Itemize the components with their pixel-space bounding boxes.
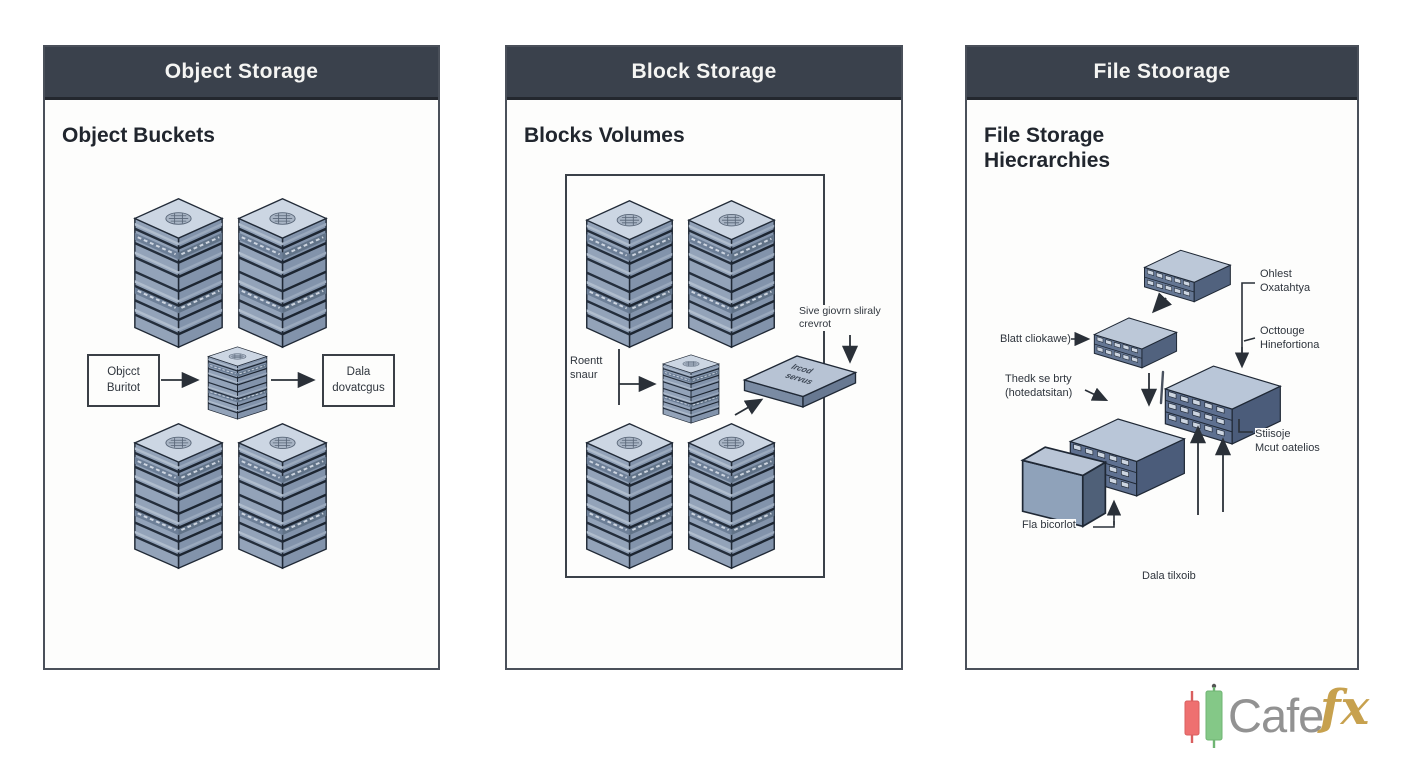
panel-block-title: Block Storage — [631, 60, 777, 83]
object-bucket-label-line1: Objcct — [107, 365, 140, 378]
data-storage-label-line2: dovatcgus — [332, 381, 385, 394]
panel-file-title: File Stoorage — [1093, 60, 1231, 83]
storage-stack-icon — [133, 197, 224, 349]
panel-block-subtitle: Blocks Volumes — [524, 124, 685, 147]
storage-stack-icon — [133, 422, 224, 570]
panel-object-header: Object Storage — [45, 47, 438, 100]
file-label-fla: Fla bicorlot — [1022, 519, 1076, 533]
file-label-dala: Dala tilxoib — [1142, 570, 1196, 584]
panel-file-header: File Stoorage — [967, 47, 1357, 100]
panel-object-storage: Object Storage Object Buckets Objcct Bur… — [43, 45, 440, 670]
file-label-blatt: Blatt cliokawe) — [1000, 333, 1071, 347]
brand-text-gray: Cafe — [1228, 689, 1324, 742]
file-label-outtouge: Octtouge Hinefortiona — [1260, 325, 1320, 353]
server-box-icon — [1140, 240, 1236, 304]
vertical-slab-icon — [1021, 446, 1107, 528]
cafefx-watermark: Cafe fx — [1172, 680, 1400, 754]
storage-stack-icon — [237, 197, 328, 349]
file-label-thedk: Thedk se brty (hotedatsitan) — [1005, 373, 1073, 401]
block-left-label: Roentt snaur — [570, 355, 603, 383]
storage-stack-icon — [687, 199, 776, 349]
panel-block-header: Block Storage — [507, 47, 901, 100]
file-label-oldest: Ohlest Oxatahtya — [1260, 268, 1311, 296]
object-bucket-label-box: Objcct Buritot — [87, 354, 160, 407]
candlestick-icon — [1184, 683, 1223, 748]
storage-stack-small-icon — [207, 346, 268, 420]
panel-file-subtitle: File Storage Hiecrarchies — [984, 124, 1111, 173]
object-bucket-label-line2: Buritot — [106, 381, 141, 394]
flat-volume-icon: Ircod servus — [742, 355, 858, 409]
data-storage-label-box: Dala dovatcgus — [322, 354, 395, 407]
panel-object-subtitle: Object Buckets — [62, 124, 215, 147]
panel-block-storage: Block Storage Blocks Volumes Ircod servu… — [505, 45, 903, 670]
data-storage-label-line1: Dala — [346, 365, 371, 378]
storage-stack-icon — [585, 422, 674, 570]
storage-stack-small-icon — [662, 354, 720, 424]
brand-text-gold: fx — [1320, 680, 1370, 736]
panel-object-title: Object Storage — [164, 60, 319, 83]
storage-stack-icon — [687, 422, 776, 570]
storage-stack-icon — [237, 422, 328, 570]
storage-stack-icon — [585, 199, 674, 349]
file-label-stiisoje: Stiisoje Mcut oatelios — [1255, 428, 1320, 456]
panel-file-storage: File Stoorage File Storage Hiecrarchies … — [965, 45, 1359, 670]
block-top-right-label: Sive giovrn sliraly crevrot — [799, 305, 881, 332]
